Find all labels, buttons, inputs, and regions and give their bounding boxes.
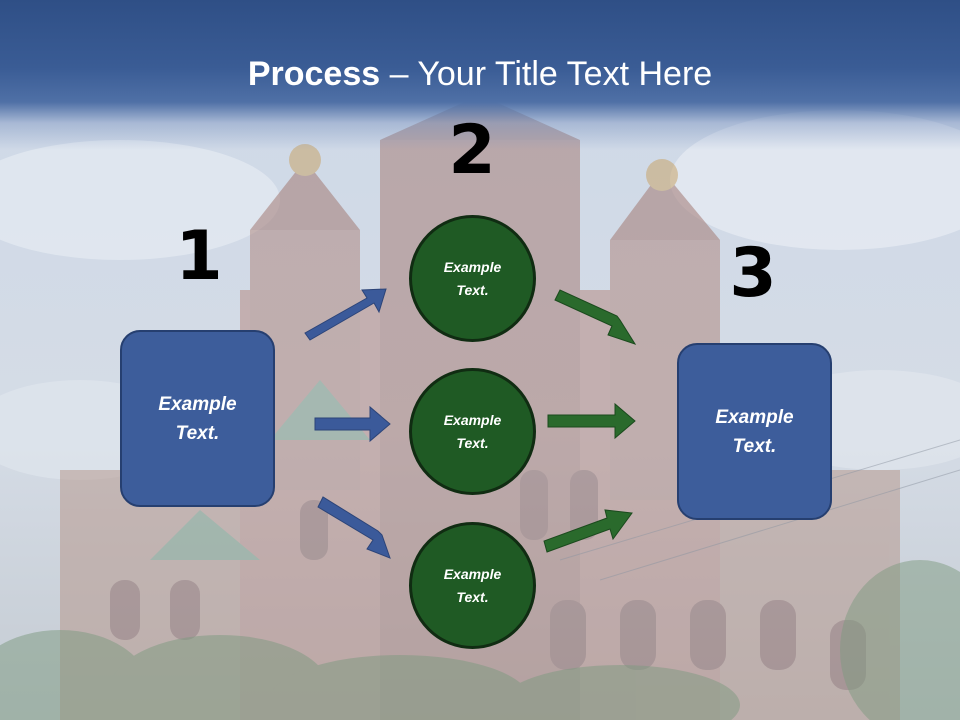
step-3-box: Example Text. bbox=[677, 343, 832, 520]
arrow-down-right-green-icon bbox=[554, 289, 637, 345]
circle-top-label: Example Text. bbox=[443, 258, 502, 298]
title-rest: – Your Title Text Here bbox=[380, 55, 713, 93]
step-3-label: Example Text. bbox=[715, 406, 794, 457]
title-bold: Process bbox=[247, 55, 381, 93]
step-2-circle-top: Example Text. bbox=[409, 215, 536, 342]
step-number-2: 2 bbox=[448, 111, 496, 190]
slide-title: Process – Your Title Text Here bbox=[0, 52, 960, 96]
step-2-circle-bottom: Example Text. bbox=[409, 522, 536, 649]
arrow-up-right-green-icon bbox=[543, 509, 633, 553]
step-1-label: Example Text. bbox=[158, 393, 237, 444]
arrow-down-right-icon bbox=[317, 496, 391, 559]
step-number-3: 3 bbox=[729, 234, 777, 313]
circle-bottom-label: Example Text. bbox=[443, 565, 502, 605]
step-number-1: 1 bbox=[175, 217, 223, 296]
circle-middle-label: Example Text. bbox=[443, 411, 502, 451]
title-bar bbox=[0, 0, 960, 150]
arrow-right-green-icon bbox=[547, 402, 636, 440]
step-1-box: Example Text. bbox=[120, 330, 275, 507]
step-2-circle-middle: Example Text. bbox=[409, 368, 536, 495]
arrow-up-right-icon bbox=[304, 288, 387, 341]
arrow-right-icon bbox=[314, 405, 391, 443]
